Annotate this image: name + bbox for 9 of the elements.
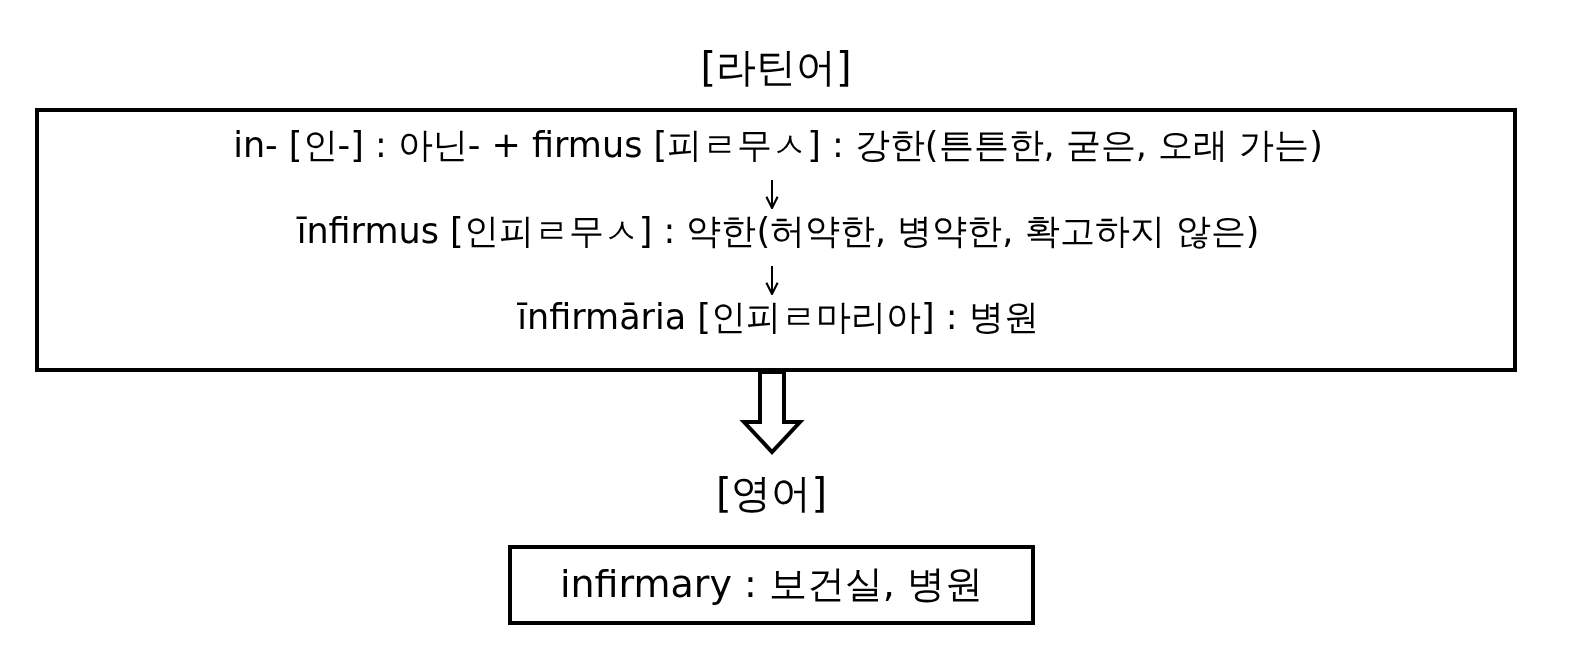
arrow xyxy=(765,179,779,210)
block-arrow xyxy=(739,370,805,455)
etymology-line: īnfirmus [인피ㄹ무ㅅ] : 약한(허약한, 병약한, 확고하지 않은) xyxy=(296,210,1260,253)
section-heading: [영어] xyxy=(714,469,829,518)
arrow xyxy=(765,265,779,296)
etymology-line: in- [인-] : 아닌- + firmus [피ㄹ무ㅅ] : 강한(튼튼한, 굳은, 오래 가는) xyxy=(233,124,1323,167)
section-heading: [라틴어] xyxy=(699,43,853,92)
word-box: infirmary : 보건실, 병원 xyxy=(508,545,1035,625)
etymology-line: īnfirmāria [인피ㄹ마리아] : 병원 xyxy=(517,296,1039,339)
